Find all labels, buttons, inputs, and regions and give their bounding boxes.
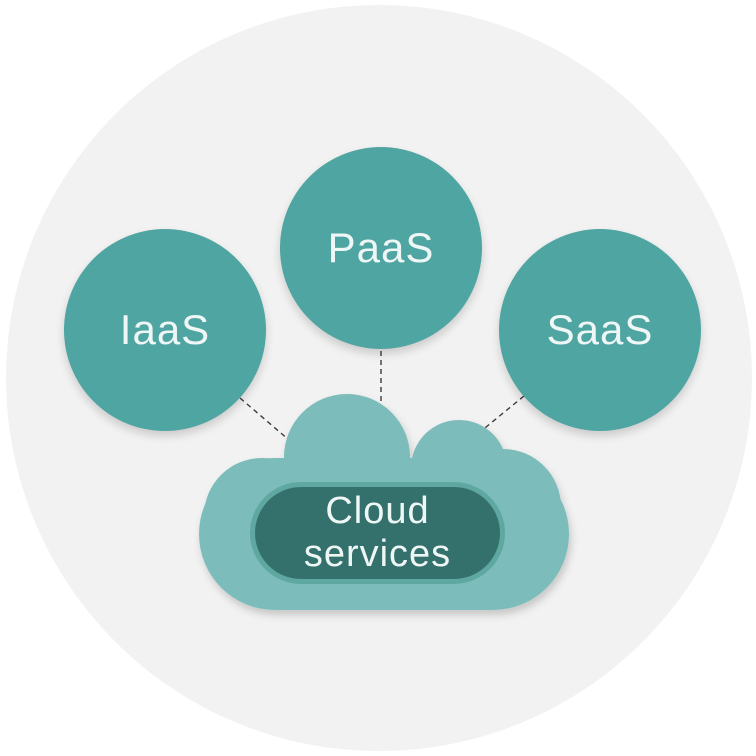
node-iaas: IaaS (64, 229, 266, 431)
connector-saas-cloud (468, 395, 525, 442)
hub-cloud-services: Cloud services (250, 482, 505, 584)
connector-iaas-cloud (239, 397, 297, 447)
node-iaas-label: IaaS (119, 306, 211, 353)
node-paas-label: PaaS (327, 224, 435, 271)
node-saas-label: SaaS (546, 306, 654, 353)
node-paas: PaaS (280, 147, 482, 349)
node-saas: SaaS (499, 229, 701, 431)
hub-label-line2: services (303, 533, 452, 575)
hub-label-line1: Cloud (325, 490, 430, 532)
connector-lines (239, 351, 525, 447)
